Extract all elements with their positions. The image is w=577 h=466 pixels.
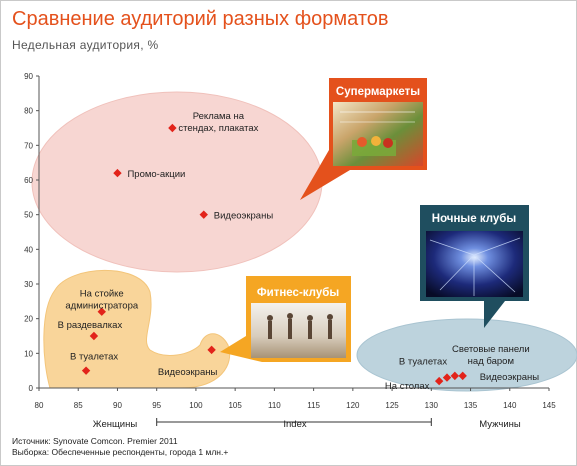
data-point-marker [81, 366, 91, 375]
data-point-marker [442, 373, 452, 382]
index-bracket [156, 418, 432, 426]
nightclubs-callout-title: Ночные клубы [432, 213, 517, 225]
source-line: Источник: Synovate Comcon. Premier 2011 [12, 436, 178, 446]
fitness-callout-title: Фитнес-клубы [257, 287, 339, 299]
x-tick-label: 140 [503, 401, 517, 410]
y-tick-label: 80 [24, 107, 33, 116]
x-tick-label: 80 [35, 401, 44, 410]
fitness-cluster [43, 269, 231, 389]
y-tick-label: 60 [24, 176, 33, 185]
nightclubs-callout: Ночные клубы [420, 205, 529, 328]
y-tick-label: 90 [24, 72, 33, 81]
data-point-marker [97, 307, 106, 316]
y-tick-label: 0 [29, 384, 34, 393]
x-tick-label: 145 [542, 401, 556, 410]
data-point-label: Видеоэкраны [158, 367, 218, 378]
data-point-marker [113, 168, 122, 178]
data-point-label: В туалетах [70, 352, 118, 363]
nightclub-lights-icon [429, 237, 521, 296]
data-point-marker [168, 123, 177, 133]
x-tick-label: 105 [228, 401, 242, 410]
x-tick-label: 125 [385, 401, 399, 410]
nightclub-lights-photo [426, 231, 523, 297]
supermarkets-callout-title: Супермаркеты [336, 86, 420, 98]
x-tick-label: 135 [464, 401, 478, 410]
x-tick-label: 85 [74, 401, 83, 410]
data-point-label: На столах [385, 381, 430, 392]
x-tick-label: 95 [152, 401, 161, 410]
data-point-marker [89, 331, 99, 341]
supermarkets-cluster [31, 91, 323, 273]
data-point-label: Видеоэкраны [214, 211, 274, 222]
data-point-marker [450, 371, 460, 381]
data-point-label: Промо-акции [127, 169, 185, 180]
data-point-marker [458, 371, 467, 381]
chart-subtitle: Недельная аудитория, % [12, 38, 159, 52]
y-tick-label: 70 [24, 141, 33, 150]
axes [38, 76, 549, 389]
data-point-marker [434, 376, 444, 386]
y-tick-label: 10 [24, 349, 33, 358]
fitness-people-icon [267, 313, 333, 339]
shopping-cart-icon [340, 111, 415, 156]
supermarkets-callout: Супермаркеты [300, 78, 427, 200]
fitness-callout: Фитнес-клубы [220, 276, 351, 362]
source-note: Источник: Synovate Comcon. Premier 2011 … [12, 436, 228, 458]
x-axis-women-label: Женщины [93, 419, 138, 430]
x-tick-label: 100 [189, 401, 203, 410]
nightclubs-cluster [356, 318, 577, 392]
data-point-label: В раздевалках [58, 320, 123, 331]
data-point-marker [207, 345, 216, 355]
y-tick-label: 40 [24, 245, 33, 254]
x-tick-label: 110 [268, 401, 281, 410]
x-tick-label: 90 [113, 401, 122, 410]
sample-line: Выборка: Обеспеченные респонденты, город… [12, 447, 229, 457]
x-axis-index-label: Index [283, 419, 306, 430]
x-tick-label: 115 [307, 401, 320, 410]
data-point-marker [199, 210, 208, 219]
x-tick-label: 120 [346, 401, 360, 410]
data-point-label: Видеоэкраны [480, 372, 540, 383]
chart-title: Сравнение аудиторий разных форматов [12, 8, 389, 30]
data-point-label: В туалетах [399, 357, 447, 368]
y-tick-label: 50 [24, 211, 33, 220]
y-tick-label: 30 [24, 280, 33, 289]
y-tick-label: 20 [24, 315, 33, 324]
x-axis-men-label: Мужчины [479, 419, 521, 430]
x-tick-label: 130 [425, 401, 439, 410]
